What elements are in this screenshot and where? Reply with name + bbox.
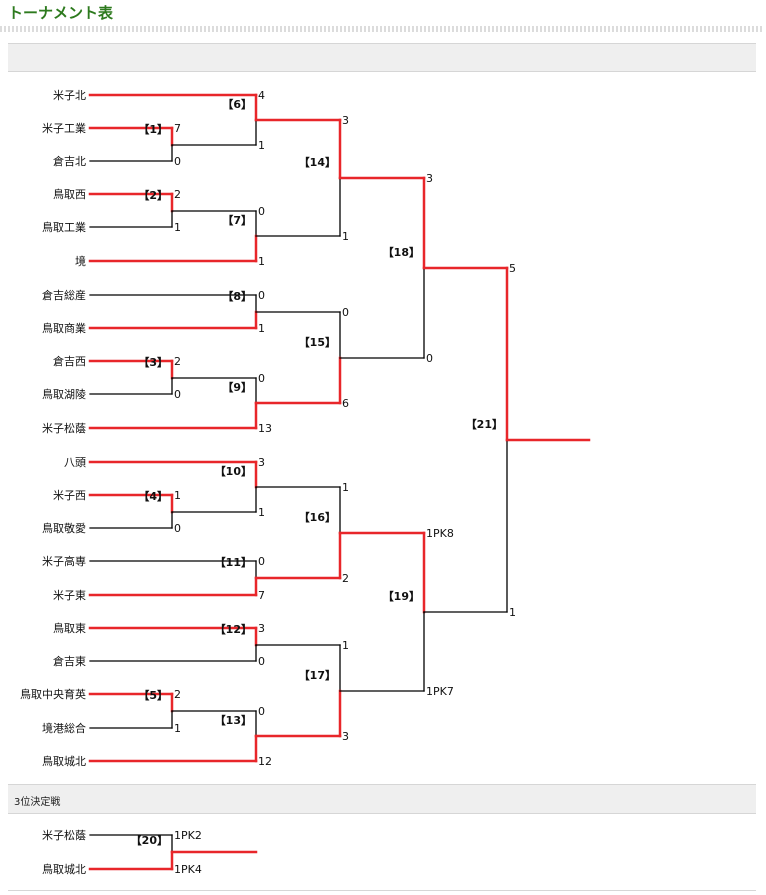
score-b-18: 0	[426, 352, 433, 365]
score-b-8: 1	[258, 322, 265, 335]
team-name: 倉吉総産	[42, 288, 86, 302]
score-a-10: 3	[258, 456, 265, 469]
third-score-a: 1PK2	[174, 829, 202, 842]
team-name: 境港総合	[42, 721, 86, 735]
match-number-19: 【19】	[383, 590, 420, 603]
score-a-9: 0	[258, 372, 265, 385]
score-b-16: 2	[342, 572, 349, 585]
score-a-1: 7	[174, 122, 181, 135]
score-a-3: 2	[174, 355, 181, 368]
team-name: 米子西	[53, 489, 86, 502]
match-number-3: 【3】	[138, 356, 168, 369]
team-name: 米子北	[53, 89, 86, 102]
match-number-11: 【11】	[215, 556, 252, 569]
match-number-12: 【12】	[215, 623, 252, 636]
team-name: 倉吉西	[53, 354, 86, 368]
third-place-label: 3位決定戦	[14, 797, 61, 808]
match-number-4: 【4】	[138, 490, 168, 503]
score-b-19: 1PK7	[426, 685, 454, 698]
match-number-8: 【8】	[222, 290, 252, 303]
match-number-9: 【9】	[222, 381, 252, 394]
match-number-1: 【1】	[138, 123, 168, 136]
team-name: 鳥取西	[53, 187, 86, 201]
score-b-3: 0	[174, 388, 181, 401]
match-number-17: 【17】	[299, 669, 336, 682]
team-name: 米子松蔭	[42, 421, 86, 435]
score-a-11: 0	[258, 555, 265, 568]
score-a-2: 2	[174, 188, 181, 201]
team-name: 鳥取商業	[42, 321, 86, 335]
score-b-15: 6	[342, 397, 349, 410]
third-place-header: 3位決定戦	[8, 784, 756, 814]
score-a-12: 3	[258, 622, 265, 635]
score-b-1: 0	[174, 155, 181, 168]
team-name: 倉吉北	[53, 154, 86, 168]
score-a-6: 4	[258, 89, 265, 102]
team-name: 鳥取城北	[42, 754, 86, 768]
score-b-12: 0	[258, 655, 265, 668]
third-match-number: 【20】	[131, 834, 168, 847]
match-number-18: 【18】	[383, 246, 420, 259]
match-number-14: 【14】	[299, 156, 336, 169]
main-bracket-header	[8, 43, 756, 72]
score-a-4: 1	[174, 489, 181, 502]
score-a-8: 0	[258, 289, 265, 302]
score-a-16: 1	[342, 481, 349, 494]
score-a-7: 0	[258, 205, 265, 218]
score-b-9: 13	[258, 422, 272, 435]
team-name: 米子工業	[42, 122, 86, 135]
score-b-13: 12	[258, 755, 272, 768]
match-number-6: 【6】	[222, 98, 252, 111]
team-name: 鳥取湖陵	[42, 387, 86, 401]
team-name: 鳥取中央育英	[20, 687, 86, 701]
score-a-18: 3	[426, 172, 433, 185]
score-b-14: 1	[342, 230, 349, 243]
title-divider	[0, 26, 762, 32]
score-a-17: 1	[342, 639, 349, 652]
bottom-divider	[8, 890, 756, 891]
match-number-5: 【5】	[138, 689, 168, 702]
score-b-21: 1	[509, 606, 516, 619]
match-number-10: 【10】	[215, 465, 252, 478]
match-number-16: 【16】	[299, 511, 336, 524]
team-name: 米子高専	[42, 554, 86, 568]
match-number-2: 【2】	[138, 189, 168, 202]
score-a-14: 3	[342, 114, 349, 127]
third-team-b: 鳥取城北	[42, 862, 86, 876]
score-a-15: 0	[342, 306, 349, 319]
team-name: 境	[75, 254, 86, 268]
match-number-21: 【21】	[466, 418, 503, 431]
score-b-4: 0	[174, 522, 181, 535]
match-number-13: 【13】	[215, 714, 252, 727]
score-b-6: 1	[258, 139, 265, 152]
score-a-5: 2	[174, 688, 181, 701]
match-number-7: 【7】	[222, 214, 252, 227]
score-b-7: 1	[258, 255, 265, 268]
score-b-17: 3	[342, 730, 349, 743]
score-b-11: 7	[258, 589, 265, 602]
third-team-a: 米子松蔭	[42, 828, 86, 842]
team-name: 八頭	[64, 456, 86, 469]
score-b-2: 1	[174, 221, 181, 234]
page-title: トーナメント表	[8, 4, 114, 22]
third-score-b: 1PK4	[174, 863, 202, 876]
score-b-5: 1	[174, 722, 181, 735]
team-name: 米子東	[53, 589, 86, 602]
score-a-19: 1PK8	[426, 527, 454, 540]
score-a-13: 0	[258, 705, 265, 718]
score-b-10: 1	[258, 506, 265, 519]
match-number-15: 【15】	[299, 336, 336, 349]
score-a-21: 5	[509, 262, 516, 275]
team-name: 鳥取工業	[42, 220, 86, 234]
team-name: 鳥取東	[53, 621, 86, 635]
team-name: 鳥取敬愛	[42, 521, 86, 535]
team-name: 倉吉東	[53, 654, 86, 668]
